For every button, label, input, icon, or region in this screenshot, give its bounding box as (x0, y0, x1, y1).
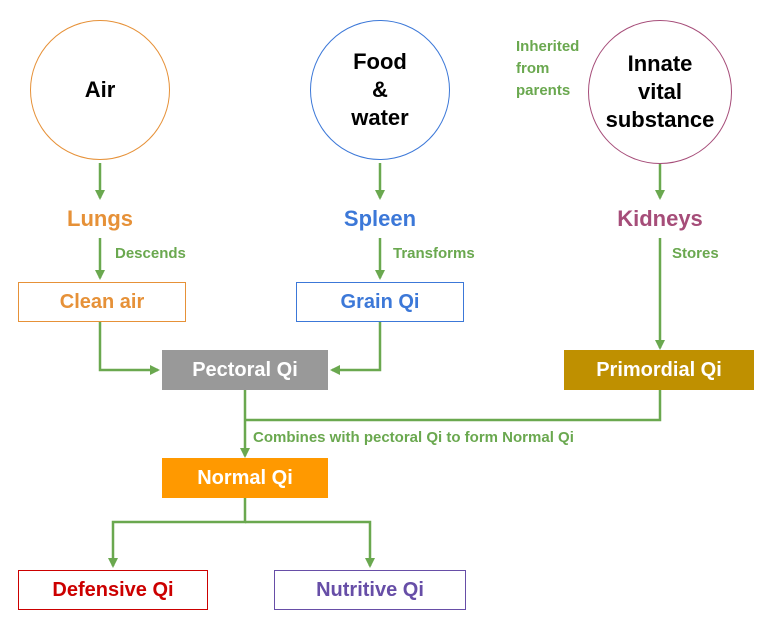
innate-vital-substance-circle: Innate vital substance (588, 20, 732, 164)
normal-qi-box: Normal Qi (162, 458, 328, 498)
air-source-circle: Air (30, 20, 170, 160)
clean-air-box: Clean air (18, 282, 186, 322)
line-primordial-to-normal (245, 390, 662, 422)
label-descends: Descends (115, 245, 186, 262)
label-transforms: Transforms (393, 245, 475, 262)
inherited-from-parents-note: Inherited from parents (516, 38, 580, 99)
arrow-normal-to-defensive-qi (108, 498, 247, 568)
food-water-source-circle: Food & water (310, 20, 450, 160)
defensive-qi-box: Defensive Qi (18, 570, 208, 610)
primordial-qi-box: Primordial Qi (564, 350, 754, 390)
arrow-clean-air-to-pectoral-qi (98, 322, 160, 375)
organ-spleen: Spleen (343, 206, 417, 231)
nutritive-qi-box: Nutritive Qi (274, 570, 466, 610)
organ-lungs: Lungs (67, 206, 133, 231)
arrow-grain-qi-to-pectoral-qi (330, 322, 382, 375)
organ-kidneys: Kidneys (617, 206, 703, 231)
grain-qi-box: Grain Qi (296, 282, 464, 322)
pectoral-qi-box: Pectoral Qi (162, 350, 328, 390)
arrow-normal-to-nutritive-qi (245, 520, 375, 568)
label-stores: Stores (672, 245, 719, 262)
label-combines: Combines with pectoral Qi to form Normal… (253, 429, 574, 446)
